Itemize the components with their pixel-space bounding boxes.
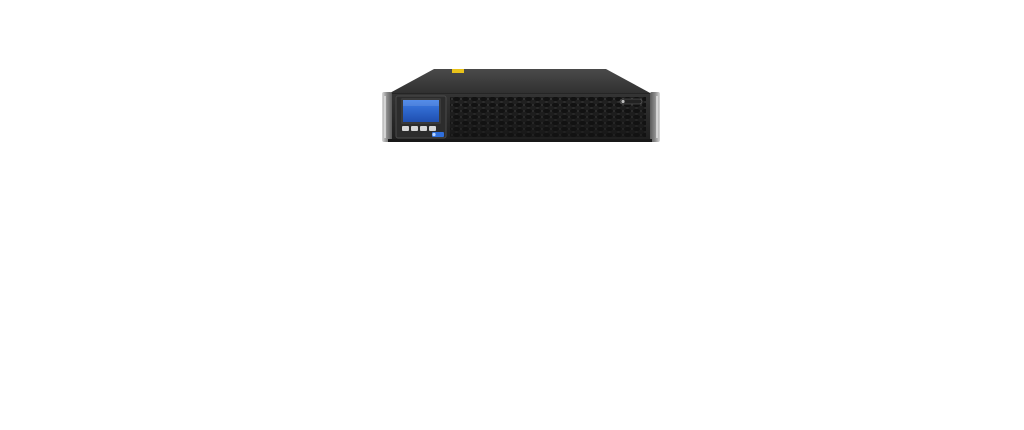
control-panel	[395, 95, 447, 139]
top-panel	[388, 69, 652, 95]
top-sticker	[452, 69, 464, 73]
right-rack-ear	[650, 92, 660, 142]
panel-button-1	[402, 126, 409, 131]
panel-button-4	[429, 126, 436, 131]
rack-ups-unit	[380, 66, 662, 144]
left-rack-ear	[382, 92, 392, 142]
power-indicator-icon	[432, 132, 436, 137]
ups-illustration	[382, 69, 660, 142]
panel-button-3	[420, 126, 427, 131]
logo-badge	[619, 98, 643, 105]
bottom-edge	[388, 139, 652, 142]
panel-button-2	[411, 126, 418, 131]
brand-badge	[432, 132, 444, 137]
